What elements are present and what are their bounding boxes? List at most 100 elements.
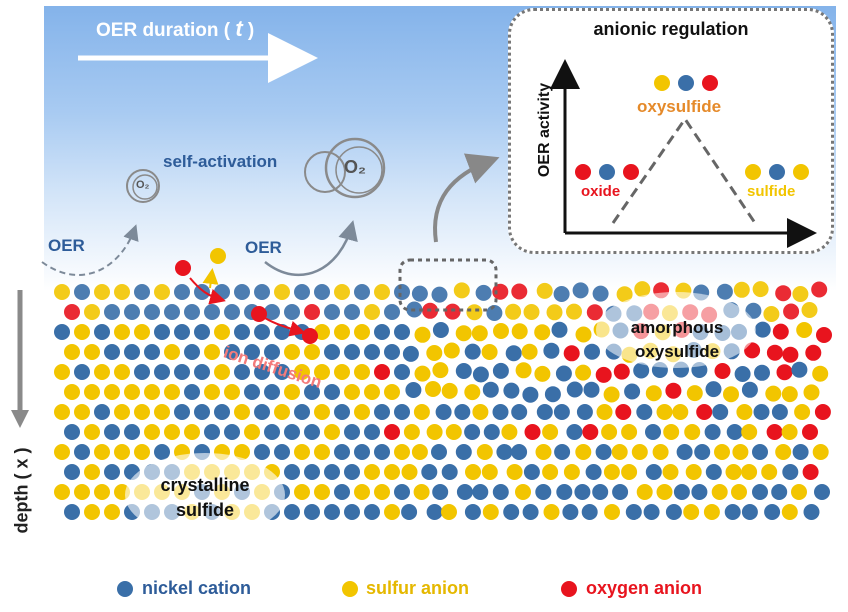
lattice-atom — [154, 284, 170, 300]
lattice-atom — [684, 424, 701, 440]
lattice-atom — [284, 504, 300, 520]
lattice-atom — [464, 424, 481, 440]
oxide-oxygen-dot-1 — [575, 164, 591, 180]
lattice-atom — [394, 364, 410, 380]
lattice-atom — [783, 303, 800, 320]
lattice-atom — [384, 304, 400, 320]
lattice-atom — [481, 464, 498, 480]
lattice-atom — [94, 324, 110, 340]
lattice-atom — [254, 324, 270, 340]
lattice-atom — [625, 504, 642, 520]
lattice-atom — [294, 484, 310, 500]
lattice-atom — [585, 464, 602, 480]
lattice-atom — [584, 343, 600, 360]
lattice-atom — [534, 365, 551, 382]
lattice-atom — [204, 304, 220, 320]
lattice-atom — [734, 366, 751, 382]
self-activation-label: self-activation — [163, 152, 278, 171]
lattice-atom — [234, 324, 250, 340]
legend-nickel-label: nickel cation — [142, 578, 252, 598]
lattice-atom — [194, 364, 210, 380]
lattice-atom — [711, 484, 728, 500]
lattice-atom — [74, 484, 90, 500]
lattice-atom — [523, 304, 540, 320]
o2-large-label: O₂ — [344, 157, 366, 177]
lattice-atom — [685, 464, 702, 480]
lattice-atom — [476, 444, 493, 460]
lattice-atom — [413, 484, 430, 500]
lattice-atom — [741, 504, 758, 520]
lattice-atom — [114, 284, 130, 300]
lattice-atom — [374, 364, 390, 380]
oer-duration-variable: t — [235, 16, 243, 41]
lattice-atom — [401, 504, 418, 520]
lattice-atom — [482, 504, 499, 520]
lattice-atom — [354, 444, 370, 460]
lattice-atom — [464, 384, 481, 401]
lattice-atom — [114, 404, 130, 420]
lattice-atom — [344, 464, 360, 480]
lattice-atom — [775, 444, 792, 460]
lattice-atom — [631, 444, 648, 460]
lattice-atom — [553, 286, 570, 302]
lattice-atom — [492, 362, 509, 379]
lattice-atom — [522, 504, 539, 520]
lattice-atom — [214, 404, 230, 420]
depth-arrowhead — [11, 410, 29, 428]
lattice-atom — [524, 424, 541, 440]
lattice-atom — [656, 484, 673, 500]
lattice-atom — [144, 384, 160, 400]
lattice-atom — [515, 362, 532, 379]
amorphous-line-2: oxysulfide — [634, 342, 720, 361]
lattice-atom — [94, 404, 110, 420]
lattice-atom — [334, 404, 350, 420]
lattice-atom — [411, 285, 428, 302]
lattice-atom — [566, 424, 583, 440]
lattice-atom — [582, 424, 599, 440]
lattice-atom — [431, 286, 448, 303]
crystalline-line-1: crystalline — [160, 475, 250, 495]
lattice-atom — [384, 424, 400, 440]
lattice-atom — [781, 504, 798, 520]
lattice-atom — [314, 364, 330, 380]
lattice-atom — [324, 384, 340, 400]
lattice-atom — [284, 464, 300, 480]
lattice-atom — [546, 304, 563, 321]
lattice-atom — [104, 504, 120, 520]
lattice-atom — [134, 404, 150, 420]
amorphous-line-1: amorphous — [630, 318, 724, 337]
sulfide-nickel-dot — [769, 164, 785, 180]
lattice-atom — [426, 504, 443, 520]
lattice-atom — [394, 324, 410, 340]
lattice-atom — [636, 404, 653, 420]
lattice-atom — [492, 404, 509, 420]
lattice-atom — [621, 464, 638, 480]
lattice-atom — [563, 464, 580, 480]
lattice-atom — [124, 424, 140, 440]
lattice-atom — [324, 504, 340, 520]
lattice-atom — [344, 304, 360, 320]
lattice-atom — [64, 504, 80, 520]
lattice-atom — [104, 304, 120, 320]
lattice-atom — [234, 444, 250, 460]
lattice-atom — [543, 342, 560, 359]
lattice-atom — [781, 386, 798, 403]
lattice-atom — [314, 444, 330, 460]
lattice-atom — [224, 424, 240, 440]
lattice-atom — [174, 324, 190, 340]
o2-large-bubble-inner — [335, 146, 383, 194]
lattice-atom — [344, 384, 360, 400]
oer-right-arrow — [264, 220, 358, 277]
lattice-atom — [455, 363, 472, 379]
lattice-atom — [505, 303, 522, 320]
lattice-atom — [724, 504, 741, 520]
lattice-atom — [394, 404, 410, 420]
lattice-atom — [441, 464, 458, 480]
lattice-atom — [274, 404, 290, 420]
lattice-atom — [574, 484, 591, 500]
lattice-atom — [576, 404, 593, 420]
lattice-atom — [781, 424, 798, 440]
depth-axis-label: depth ( x ) — [11, 447, 32, 534]
lattice-atom — [455, 325, 472, 342]
